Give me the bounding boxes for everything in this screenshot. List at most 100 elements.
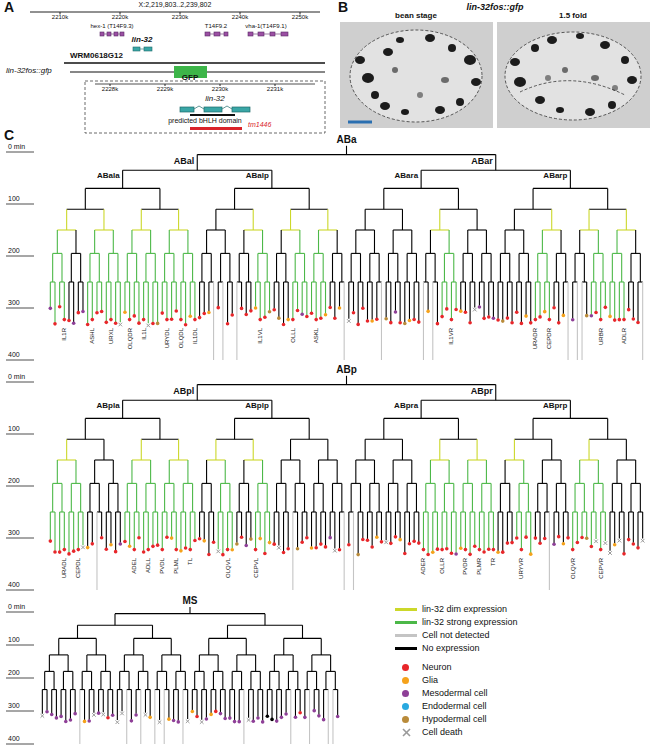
- lineage-line: [395, 511, 400, 512]
- lineage-name: ABplp: [245, 402, 269, 411]
- gene-model: [214, 32, 220, 36]
- cell-fate-dot: [310, 311, 314, 315]
- legend-line-swatch: [395, 647, 417, 650]
- lineage-line: [582, 281, 587, 282]
- lineage-line: [477, 209, 478, 230]
- lineage-line: [581, 512, 582, 536]
- lineage-line: [314, 253, 323, 254]
- cell-name: TR: [490, 558, 497, 566]
- lineage-line: [430, 230, 431, 253]
- lineage-line: [262, 690, 263, 721]
- lineage-line: [333, 689, 338, 690]
- lineage-line: [213, 512, 214, 541]
- lineage-line: [169, 459, 188, 460]
- cell-fate-dot: [240, 535, 244, 539]
- lineage-line: [386, 512, 387, 540]
- lineage-line: [120, 512, 121, 543]
- lineage-line: [547, 253, 548, 282]
- lineage-line: [388, 483, 397, 484]
- lineage-line: [554, 512, 555, 543]
- lineage-line: [638, 511, 643, 512]
- legend-text: lin-32 dim expression: [422, 605, 507, 615]
- lineage-line: [470, 512, 471, 553]
- cell-fate-dot: [333, 316, 337, 320]
- lineage-line: [277, 483, 286, 484]
- lineage-line: [495, 155, 496, 171]
- gene-label: T14F9.2: [205, 23, 227, 30]
- cell-fate-dot: [459, 309, 463, 313]
- lineage-line: [152, 512, 153, 545]
- lineage-line: [328, 690, 329, 744]
- lineage-line: [312, 281, 317, 282]
- ruler-tick-label: 2230k: [212, 86, 228, 93]
- cell-fate-dot: [188, 548, 192, 552]
- lineage-line: [80, 483, 81, 512]
- cell-fate-dot: [324, 313, 328, 317]
- panel-letter: B: [338, 0, 348, 15]
- lineage-name: MS: [183, 595, 198, 606]
- cell-fate-dot: [198, 316, 202, 320]
- embryo-image: [380, 102, 390, 110]
- gene-model: [281, 32, 288, 36]
- lineage-line: [206, 690, 207, 718]
- cell-fate-dot: [235, 542, 239, 546]
- lineage-line: [176, 512, 177, 548]
- lineage-line: [456, 282, 457, 308]
- lineage-line: [95, 229, 114, 230]
- lineage-line: [99, 483, 100, 512]
- cell-fate-dot: [356, 323, 360, 327]
- lineage-line: [319, 459, 338, 460]
- time-tick: [6, 256, 34, 257]
- cell-fate-dot: [258, 318, 262, 322]
- cell-fate-dot: [282, 551, 286, 555]
- cell-fate-dot: [524, 535, 528, 539]
- lineage-line: [134, 512, 135, 548]
- lineage-line: [297, 512, 298, 548]
- lineage-line: [165, 483, 174, 484]
- lineage-line: [609, 512, 610, 551]
- cell-name: ADEL: [131, 558, 138, 574]
- cell-fate-dot: [394, 310, 398, 314]
- ruler-tick-label: 2240k: [232, 14, 248, 21]
- lineage-line: [449, 230, 450, 253]
- lineage-line: [136, 253, 137, 282]
- lineage-line: [54, 282, 55, 323]
- lineage-line: [178, 439, 179, 460]
- lineage-line: [150, 230, 151, 253]
- lineage-line: [232, 512, 233, 549]
- time-label: 400: [8, 735, 20, 743]
- lineage-line: [365, 439, 366, 460]
- cell-death-mark: [101, 713, 105, 717]
- lineage-line: [88, 511, 93, 512]
- lineage-line: [58, 638, 59, 655]
- lineage-line: [105, 655, 106, 672]
- lineage-name: ABalp: [246, 172, 269, 181]
- cell-fate-dot: [179, 549, 183, 553]
- cell-death-mark: [146, 324, 150, 328]
- lineage-line: [215, 209, 216, 230]
- cell-fate-dot: [599, 318, 603, 322]
- lineage-line: [166, 282, 167, 318]
- lineage-line: [505, 459, 524, 460]
- cell-fate-dot: [156, 543, 160, 547]
- lineage-line: [227, 282, 228, 323]
- lineage-line: [421, 400, 422, 418]
- lineage-line: [89, 689, 94, 690]
- lineage-line: [292, 512, 293, 590]
- cell-death-mark: [608, 551, 612, 555]
- lineage-line: [150, 690, 151, 717]
- lineage-line: [460, 282, 461, 310]
- embryo-image: [591, 75, 599, 81]
- lineage-line: [284, 511, 289, 512]
- lineage-line: [229, 690, 230, 717]
- cell-fate-dot: [72, 549, 76, 553]
- cell-fate-dot: [160, 548, 164, 552]
- cell-death-mark: [641, 539, 645, 543]
- lineage-line: [269, 512, 270, 541]
- lineage-line: [402, 439, 403, 460]
- time-tick: [6, 590, 34, 591]
- legend-death-mark: [403, 729, 410, 736]
- lineage-line: [293, 281, 298, 282]
- cell-fate-dot: [277, 316, 281, 320]
- cell-fate-dot: [193, 539, 197, 543]
